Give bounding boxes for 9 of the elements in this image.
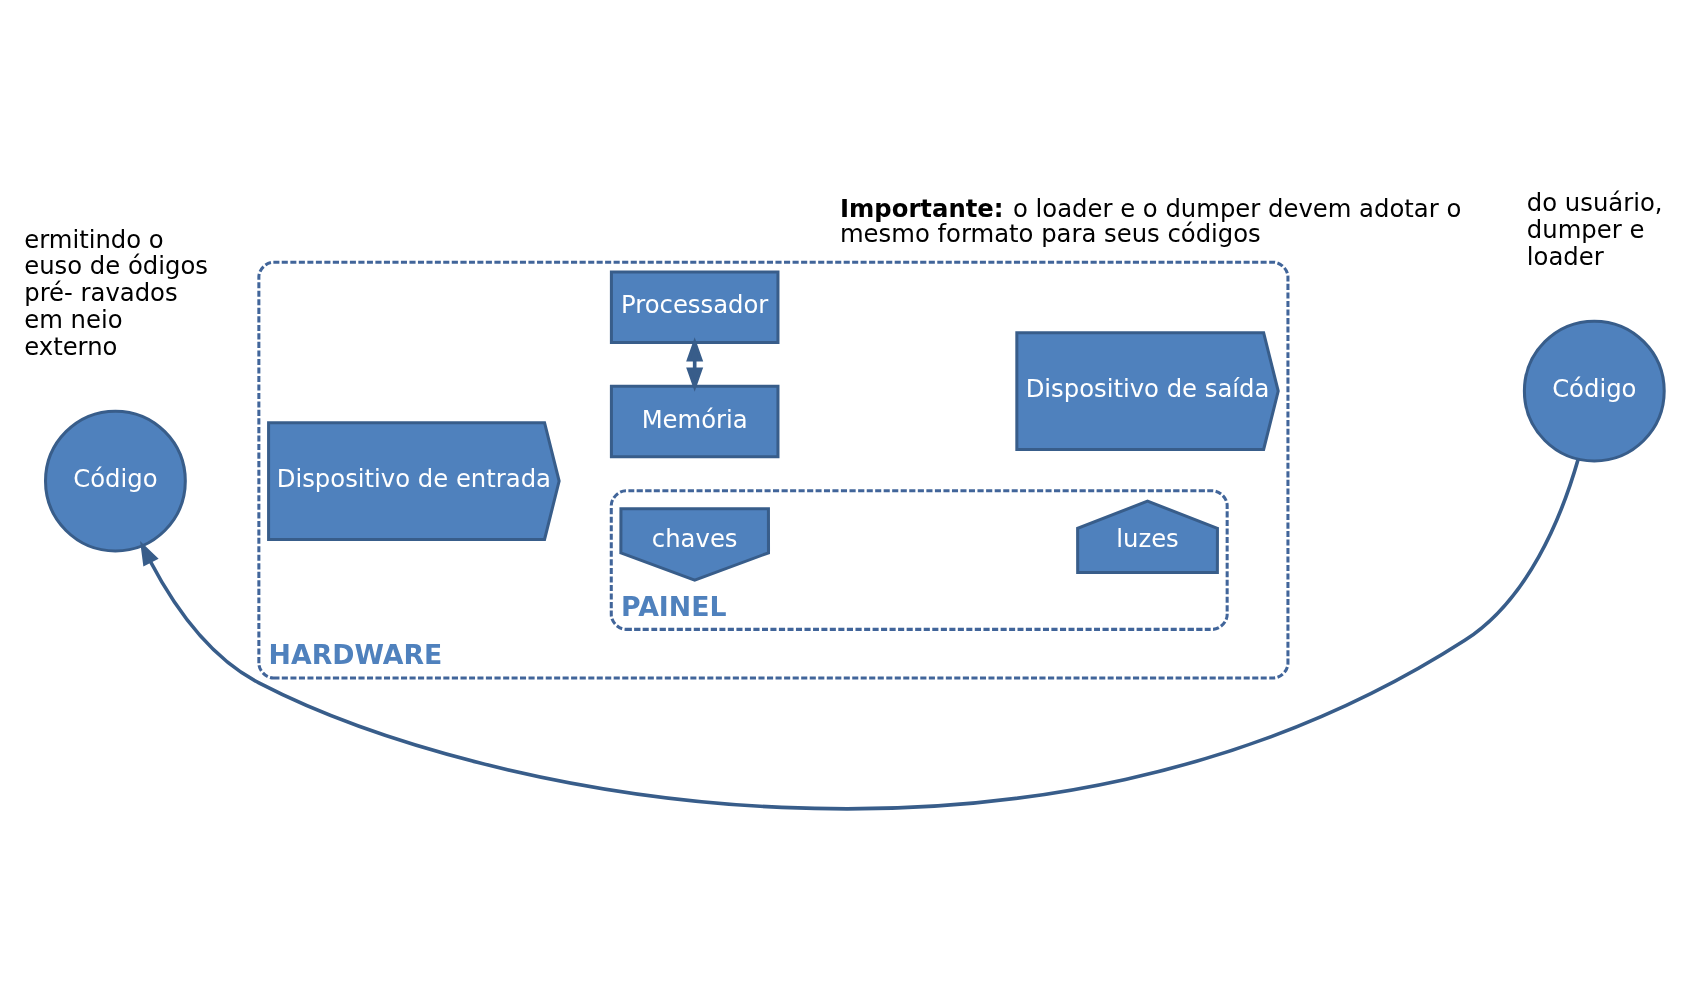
node-box: Processador — [609, 270, 779, 344]
arrow — [685, 337, 703, 392]
arrow — [139, 459, 1580, 810]
label: Importante: o loader e o dumper devem adotar o mesmo formato para seus códigos — [839, 194, 1461, 248]
node-box: Memória — [609, 384, 779, 459]
node-circle: Código — [1522, 319, 1666, 463]
label: do usuário, dumper e loader — [1526, 188, 1663, 271]
label: ermitindo o euso de ódigos pré- ravados em neio externo — [23, 224, 208, 361]
node-circle: Código — [43, 409, 187, 553]
